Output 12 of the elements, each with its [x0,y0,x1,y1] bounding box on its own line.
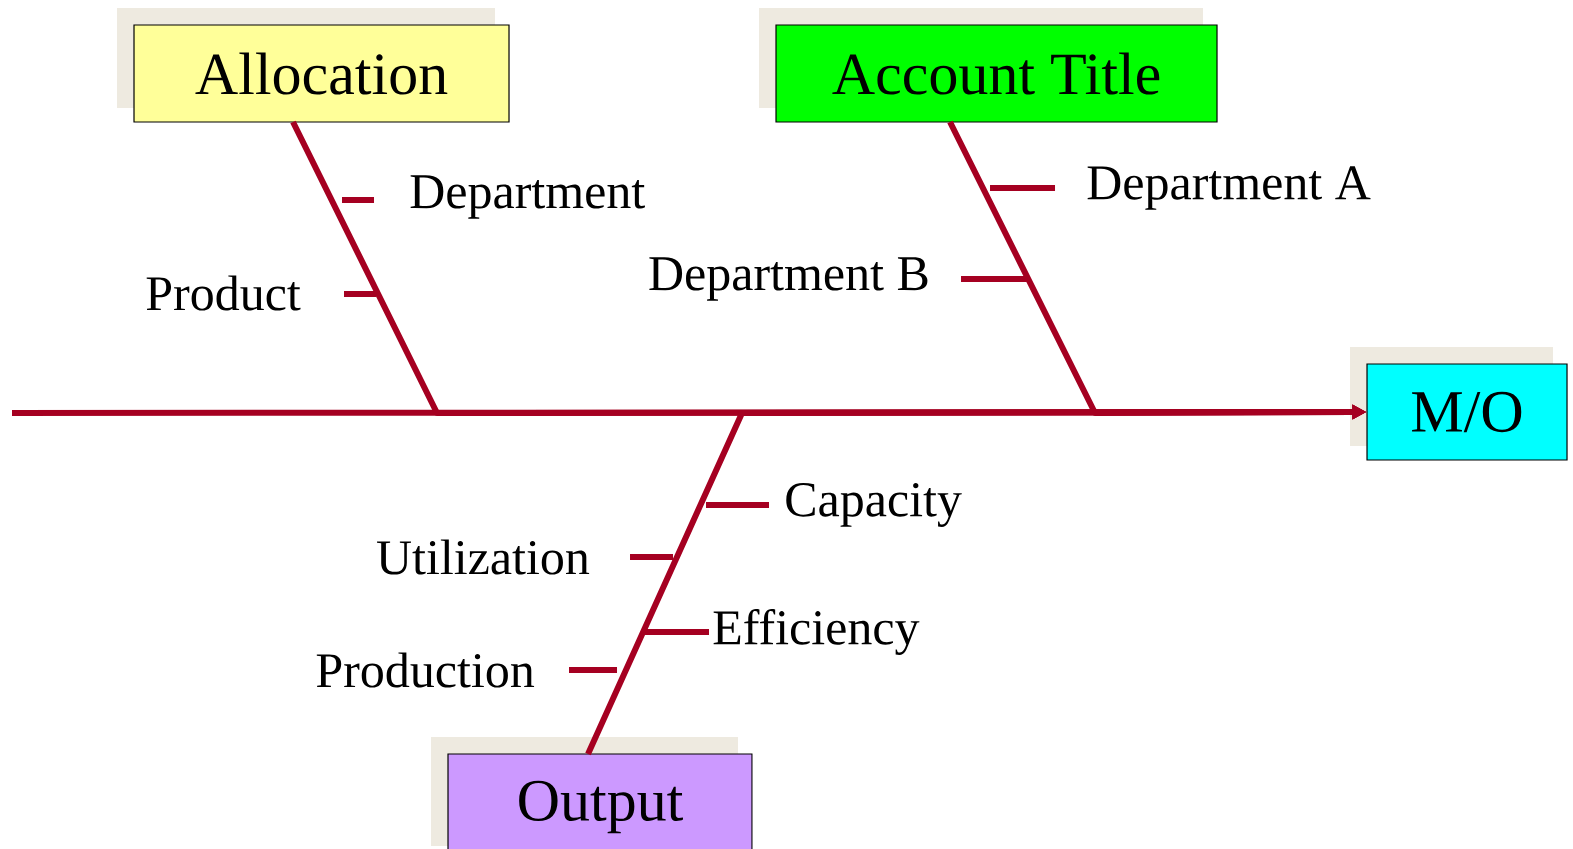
category-box: Account Title [775,24,1218,123]
category-box: Output [447,753,753,849]
category-box: Allocation [133,24,510,123]
cause-label: Efficiency [713,609,920,655]
cause-label: Capacity [786,483,962,527]
cause-label: Department A [1087,166,1371,210]
cause-label: Product [146,275,301,311]
cause-label: Department B [649,257,928,301]
cause-label: Department [410,175,645,219]
cause-label: Production [316,652,535,688]
category-box: M/O [1366,363,1568,461]
cause-label: Utilization [377,539,590,575]
